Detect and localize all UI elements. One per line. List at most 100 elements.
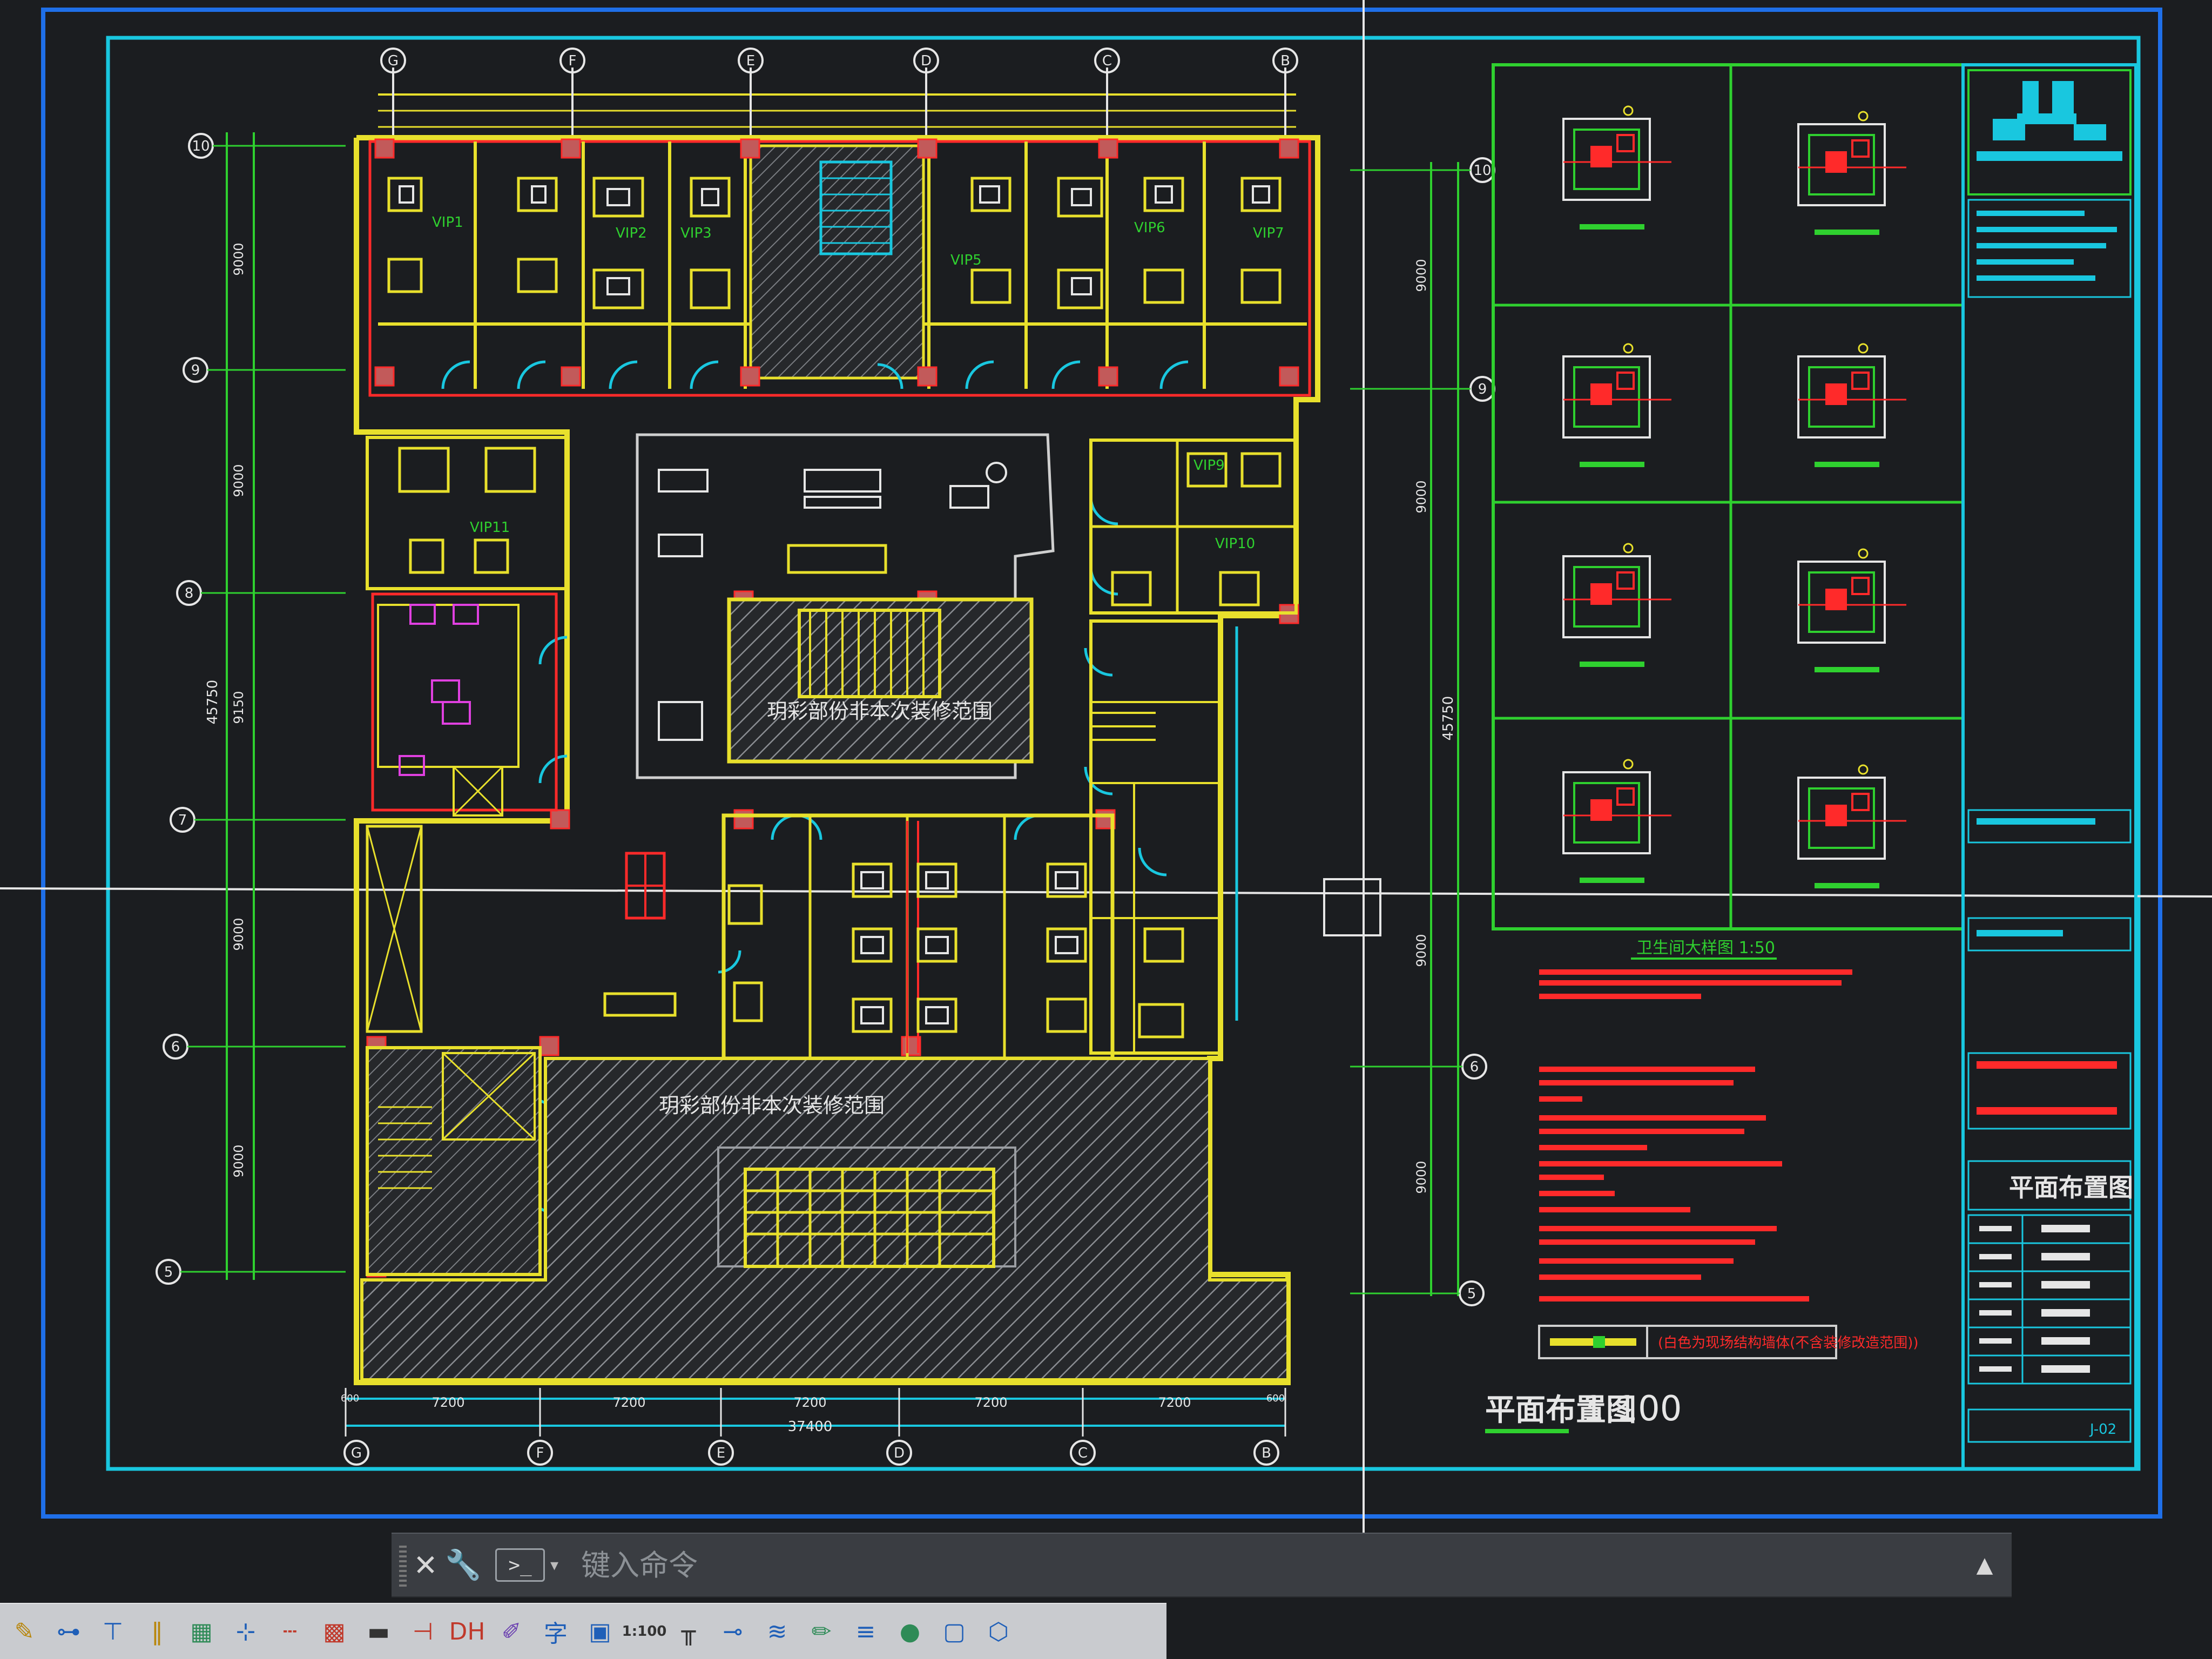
restroom-detail-8[interactable] [1797,764,1906,888]
restroom-detail-4[interactable] [1797,343,1906,467]
drawing-frame [106,36,2141,1471]
pipe-glyph: ⊤ [102,1617,124,1645]
pipe-icon[interactable]: ⊤ [92,1608,134,1655]
hatched-excluded-area-bottom [360,1057,1290,1381]
fence-glyph: ╥ [681,1617,696,1645]
svg-text:C: C [1078,1445,1088,1461]
axis-bubble-bottom-C: C [1070,1440,1096,1466]
left-dimension-text: 9000 [231,242,246,275]
plan-scale: 1:100 [1582,1389,1682,1429]
bay-dimension-text: 7200 [1158,1395,1191,1410]
wrench-icon[interactable]: 🔧 [445,1548,482,1582]
edge-dimension-text: 600 [1266,1393,1285,1404]
room-label-vip7: VIP7 [1253,225,1284,241]
image-icon[interactable]: ▬ [358,1608,400,1655]
axis-icon[interactable]: ⊹ [225,1608,267,1655]
scale-icon[interactable]: 1:100 [622,1608,667,1655]
restroom-detail-7[interactable] [1562,759,1671,883]
frame-glyph: ▣ [589,1617,611,1645]
svg-text:6: 6 [1470,1059,1479,1075]
dh-icon[interactable]: DH [446,1608,488,1655]
legend-text: (白色为现场结构墙体(不含装修改造范围)) [1658,1335,1919,1351]
svg-text:8: 8 [185,585,194,602]
dash-icon[interactable]: ┄ [269,1608,311,1655]
align-icon[interactable]: ≡ [845,1608,887,1655]
axis-bubble-left-7: 7 [170,807,195,833]
dim-glyph: ⊣ [412,1617,434,1645]
hatched-area-label-bottom: 玥彩部份非本次装修范围 [659,1094,885,1117]
sheet-title: 平面布置图 [2009,1173,2133,1202]
chevron-down-icon[interactable]: ▾ [550,1555,559,1575]
room-label-vip10: VIP10 [1215,536,1255,552]
wave-icon[interactable]: ≋ [756,1608,798,1655]
restroom-detail-5[interactable] [1562,543,1671,667]
dim-icon[interactable]: ⊣ [402,1608,444,1655]
restroom-detail-6[interactable] [1797,548,1906,672]
node-icon[interactable]: ⊶ [48,1608,90,1655]
pencil-glyph: ✎ [14,1617,35,1645]
chevron-up-icon[interactable]: ▲ [1976,1553,1993,1577]
detail-cells [1562,105,1906,888]
command-line-grip[interactable] [399,1543,407,1587]
design-notes [1539,969,1852,1301]
svg-text:5: 5 [1467,1286,1476,1302]
svg-text:10: 10 [192,138,210,154]
company-logo-icon [1993,81,2106,140]
column-icon[interactable]: ‖ [136,1608,178,1655]
table-glyph: ▦ [190,1617,213,1645]
svg-text:9: 9 [191,362,200,379]
svg-text:F: F [569,53,577,69]
svg-text:D: D [894,1445,905,1461]
restroom-detail-1[interactable] [1562,105,1671,230]
solid-icon[interactable]: ⬡ [977,1608,1020,1655]
svg-text:9: 9 [1478,381,1487,397]
dh-glyph: DH [449,1617,485,1645]
frame-icon[interactable]: ▣ [579,1608,621,1655]
svg-text:E: E [746,53,755,69]
link-icon[interactable]: ⊸ [712,1608,754,1655]
axis-bubble-bottom-D: D [886,1440,912,1466]
left-dimension-text: 9150 [231,691,246,724]
axis-glyph: ⊹ [235,1617,256,1645]
bay-dimension-text: 7200 [612,1395,645,1410]
command-input[interactable] [580,1543,1968,1587]
svg-text:G: G [388,53,399,69]
left-dimension-text: 9000 [231,918,246,950]
grid-icon[interactable]: ▩ [313,1608,355,1655]
restroom-detail-2[interactable] [1797,111,1906,235]
hatched-excluded-area-center [727,597,1034,764]
restroom-detail-3[interactable] [1562,343,1671,467]
left-dimension-text: 9000 [231,1144,246,1177]
axis-bubble-left-9: 9 [183,357,208,383]
command-line[interactable]: ✕ 🔧 >_ ▾ ▲ [392,1533,2012,1597]
axis-bubble-top-G: G [380,48,406,73]
hatched-area-label-center: 玥彩部份非本次装修范围 [767,699,993,723]
sphere-icon[interactable]: ● [889,1608,931,1655]
restroom-detail-panel[interactable]: 卫生间大样图 1:50 [1492,63,1965,960]
axis-bubble-right-6: 6 [1461,1054,1487,1080]
close-icon[interactable]: ✕ [413,1548,438,1582]
room-label-vip3: VIP3 [680,225,712,241]
title-block[interactable]: 平面布置图 J-02 [1961,63,2137,1471]
axis-bubble-bottom-E: E [708,1440,734,1466]
fence-icon[interactable]: ╥ [667,1608,710,1655]
overall-width-dimension: 37400 [788,1419,833,1435]
text-icon[interactable]: 字 [535,1608,577,1655]
edit-icon[interactable]: ✏ [800,1608,842,1655]
brush-icon[interactable]: ✐ [490,1608,532,1655]
table-icon[interactable]: ▦ [180,1608,222,1655]
cube-icon[interactable]: ▢ [933,1608,975,1655]
bottom-toolbar[interactable]: ✎ ⊶ ⊤ ‖ ▦ ⊹ ┄▩▬ ⊣ DH✐字 ▣ 1:100 ╥ ⊸≋✏ ≡ ●▢⬡ [0,1603,1166,1659]
axis-bubble-left-5: 5 [156,1259,181,1285]
align-glyph: ≡ [855,1617,876,1645]
left-overall-dimension: 45750 [205,680,221,725]
pencil-icon[interactable]: ✎ [3,1608,45,1655]
command-prompt-icon[interactable]: >_ [495,1548,545,1582]
